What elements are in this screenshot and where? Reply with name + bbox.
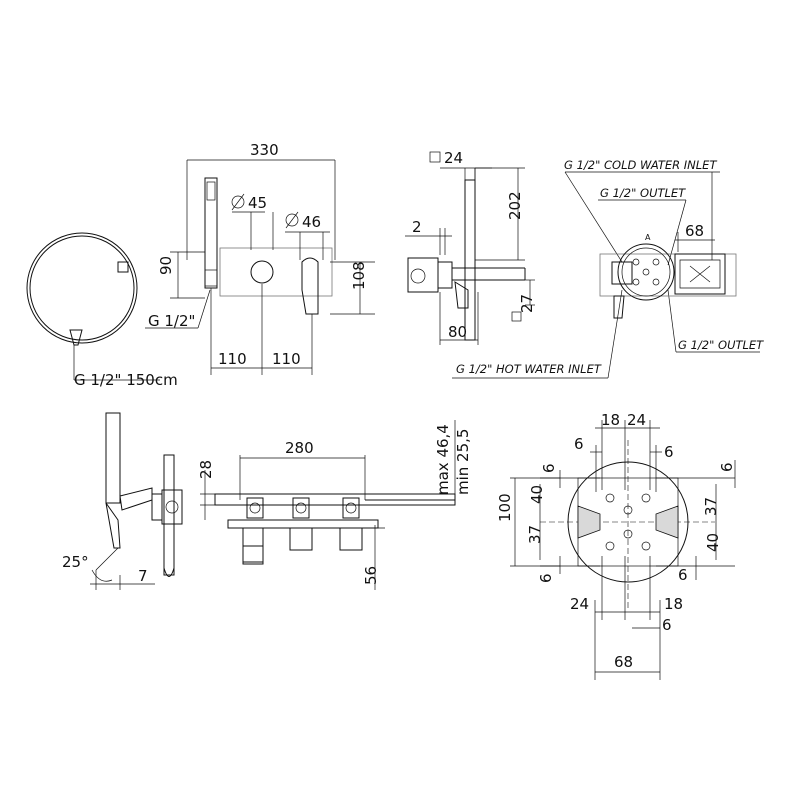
- label-b18: 18: [664, 595, 683, 613]
- label-7: 7: [138, 567, 148, 585]
- label-t6b: 6: [664, 443, 674, 461]
- label-l37: 37: [526, 525, 544, 544]
- label-56: 56: [362, 566, 380, 585]
- lever-side-view: 25° 7: [62, 412, 183, 590]
- hose-coil-view: G 1/2" 150cm: [26, 232, 178, 389]
- label-b6: 6: [662, 616, 672, 634]
- label-108: 108: [350, 261, 368, 290]
- label-90: 90: [157, 256, 175, 275]
- label-l40: 40: [528, 485, 546, 504]
- label-l6b: 6: [537, 573, 555, 583]
- label-g12-left: G 1/2": [148, 312, 195, 330]
- label-d46: 46: [302, 213, 321, 231]
- label-280: 280: [285, 439, 314, 457]
- label-b24: 24: [570, 595, 589, 613]
- label-outlet-top: G 1/2" OUTLET: [600, 186, 686, 200]
- label-68-top: 68: [685, 222, 704, 240]
- label-28: 28: [197, 460, 215, 479]
- label-hose: G 1/2" 150cm: [74, 371, 178, 389]
- label-r37: 37: [702, 497, 720, 516]
- label-a: A: [645, 233, 651, 242]
- label-110a: 110: [218, 350, 247, 368]
- label-l6: 6: [540, 463, 558, 473]
- installation-template-view: 18 24 6 6 100 40 37 6 6 37 40 6 6: [496, 411, 736, 680]
- label-d45: 45: [248, 194, 267, 212]
- label-sq24: 24: [444, 149, 463, 167]
- side-section-view: 24 202 2 27 80: [405, 149, 623, 379]
- front-elevation-view: 330 45 46 90 108: [145, 141, 375, 375]
- label-202: 202: [506, 191, 524, 220]
- rear-view: G 1/2" COLD WATER INLET G 1/2" OUTLET G …: [564, 158, 764, 353]
- label-r40: 40: [704, 533, 722, 552]
- label-cold-inlet: G 1/2" COLD WATER INLET: [564, 158, 717, 172]
- label-outlet-bottom: G 1/2" OUTLET: [678, 338, 764, 352]
- label-t6a: 6: [574, 435, 584, 453]
- label-t24: 24: [627, 411, 646, 429]
- label-min: min 25,5: [454, 429, 472, 495]
- label-hot-inlet: G 1/2" HOT WATER INLET: [456, 362, 602, 376]
- label-t18: 18: [601, 411, 620, 429]
- top-plan-view: 280 28 max 46,4 min 25,5 56: [197, 420, 472, 590]
- label-sq27: 27: [518, 294, 536, 313]
- label-b68: 68: [614, 653, 633, 671]
- label-100: 100: [496, 493, 514, 522]
- label-r6: 6: [718, 462, 736, 472]
- label-r6b: 6: [678, 566, 688, 584]
- label-2: 2: [412, 218, 422, 236]
- label-110b: 110: [272, 350, 301, 368]
- label-80: 80: [448, 323, 467, 341]
- label-max: max 46,4: [434, 424, 452, 495]
- label-25deg: 25°: [62, 553, 89, 571]
- label-330: 330: [250, 141, 279, 159]
